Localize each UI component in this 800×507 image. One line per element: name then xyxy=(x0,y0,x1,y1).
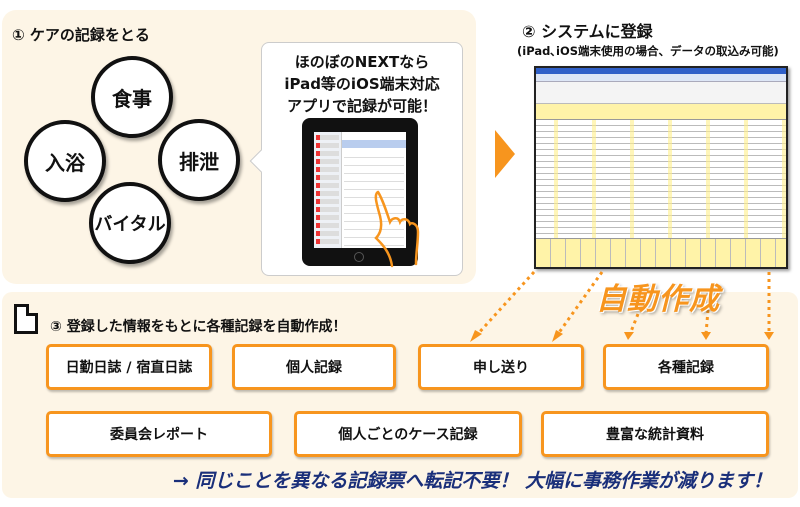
record-committee-report: 委員会レポート xyxy=(46,411,272,457)
ipad-list xyxy=(344,150,404,246)
step2-subtitle: (iPad､iOS端末使用の場合、データの取込み可能) xyxy=(517,44,779,58)
bubble-text: ほのぼのNEXTなら iPad等のiOS端末対応 アプリで記録が可能！ xyxy=(262,51,462,117)
circle-meal: 食事 xyxy=(91,56,173,138)
record-statistics: 豊富な統計資料 xyxy=(541,411,769,457)
step2-title: ② システムに登録 xyxy=(522,22,653,41)
step3-title: ③ 登録した情報をもとに各種記録を自動作成！ xyxy=(50,319,347,335)
sys-footer-buttons xyxy=(536,238,786,267)
ipad-header-bar xyxy=(342,140,406,148)
step3-panel xyxy=(2,292,798,498)
system-screenshot xyxy=(534,66,788,269)
sys-tabs xyxy=(536,82,786,104)
record-various: 各種記録 xyxy=(603,344,769,390)
record-daily-log: 日勤日誌 / 宿直日誌 xyxy=(46,344,212,390)
bubble-line-2: iPad等のiOS端末対応 xyxy=(284,75,440,93)
bottom-message: → 同じことを異なる記録票へ転記不要！ 大幅に事務作業が減ります！ xyxy=(172,470,772,492)
ipad-home-button xyxy=(354,252,364,262)
sys-grid-header xyxy=(536,104,786,120)
arrow-right-icon xyxy=(495,130,515,178)
circle-vital: バイタル xyxy=(89,182,171,264)
document-icon xyxy=(14,304,38,334)
auto-create-label: 自動作成 xyxy=(596,282,720,317)
ipad-screen xyxy=(314,132,406,248)
bubble-line-1: ほのぼのNEXTなら xyxy=(294,53,430,71)
ipad-image xyxy=(302,118,418,266)
record-personal: 個人記録 xyxy=(232,344,396,390)
sys-toolbar xyxy=(536,74,786,82)
record-handover: 申し送り xyxy=(418,344,584,390)
sys-grid xyxy=(536,120,786,238)
circle-bath: 入浴 xyxy=(24,120,106,202)
tapping-hand-icon xyxy=(374,190,420,268)
circle-excretion: 排泄 xyxy=(158,119,240,201)
sys-titlebar xyxy=(536,68,786,74)
bubble-line-3: アプリで記録が可能！ xyxy=(286,97,437,115)
record-case-per-person: 個人ごとのケース記録 xyxy=(294,411,522,457)
ipad-sidebar xyxy=(314,132,342,248)
step1-title: ① ケアの記録をとる xyxy=(12,26,150,44)
